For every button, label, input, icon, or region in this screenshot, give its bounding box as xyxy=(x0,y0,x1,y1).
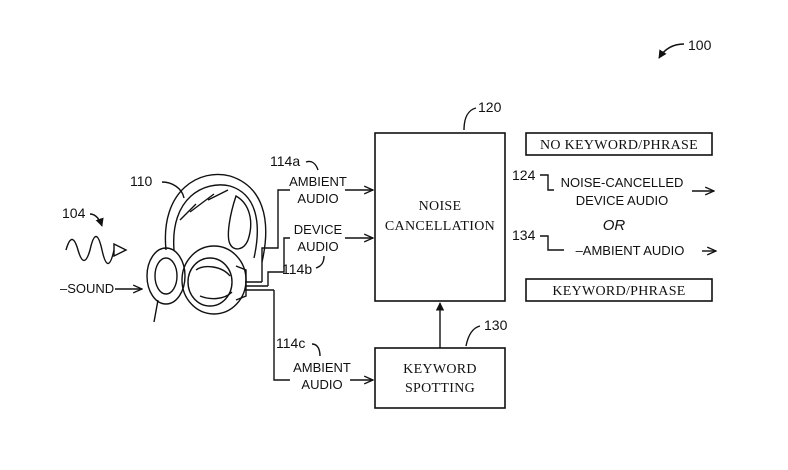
input-a-ref-label: 114a xyxy=(270,153,300,169)
keyword-spotting-ref-label: 130 xyxy=(484,317,508,333)
signal-wires xyxy=(245,189,290,381)
input-a-ref-leader xyxy=(305,160,319,171)
output-cancelled-line1: NOISE-CANCELLED xyxy=(561,175,684,190)
input-c-ref-label: 114c xyxy=(276,335,305,351)
input-c-label-line1: AMBIENT xyxy=(293,360,351,375)
figure-ref-label: 100 xyxy=(688,37,712,53)
input-b-ref-label: 114b xyxy=(282,261,312,277)
sound-wave xyxy=(65,235,115,265)
sound-ref-arrow xyxy=(89,213,104,227)
output-cancelled-ref-leader xyxy=(540,174,554,191)
output-cancelled-ref-label: 124 xyxy=(512,167,536,183)
keyword-label: KEYWORD/PHRASE xyxy=(552,284,685,299)
input-a-label-line1: AMBIENT xyxy=(289,174,347,189)
no-keyword-box xyxy=(525,132,713,156)
sound-ref-label: 104 xyxy=(62,205,86,221)
sound-wave-arrowhead xyxy=(113,242,128,258)
noise-cancellation-line1: NOISE xyxy=(419,199,462,214)
output-ambient-label: –AMBIENT AUDIO xyxy=(576,243,685,258)
input-c-ref-leader xyxy=(311,343,321,357)
keyword-spotting-block xyxy=(374,347,506,409)
input-b-ref-leader xyxy=(315,255,325,269)
headphones-ref-label: 110 xyxy=(130,173,153,189)
or-label: OR xyxy=(603,217,626,234)
keyword-spotting-line1: KEYWORD xyxy=(403,362,477,377)
input-a-label-line2: AUDIO xyxy=(297,191,338,206)
input-b-label-line1: DEVICE xyxy=(294,222,343,237)
keyword-spotting-ref-leader xyxy=(465,325,481,347)
noise-cancellation-ref-leader xyxy=(463,107,477,131)
output-ambient-ref-label: 134 xyxy=(512,227,536,243)
no-keyword-label: NO KEYWORD/PHRASE xyxy=(540,138,698,153)
noise-cancellation-ref-label: 120 xyxy=(478,99,502,115)
headphones-icon xyxy=(146,173,267,323)
keyword-spotting-line2: SPOTTING xyxy=(405,381,475,396)
sound-label: –SOUND xyxy=(60,281,114,296)
noise-cancellation-block xyxy=(374,132,506,302)
noise-cancellation-line2: CANCELLATION xyxy=(385,219,495,234)
output-ambient-ref-leader xyxy=(540,235,564,251)
input-c-label-line2: AUDIO xyxy=(301,377,342,392)
figure-ref-arrow xyxy=(658,43,685,59)
input-b-label-line2: AUDIO xyxy=(297,239,338,254)
keyword-box xyxy=(525,278,713,302)
output-cancelled-line2: DEVICE AUDIO xyxy=(576,193,668,208)
headphones-ref-leader xyxy=(161,181,185,199)
